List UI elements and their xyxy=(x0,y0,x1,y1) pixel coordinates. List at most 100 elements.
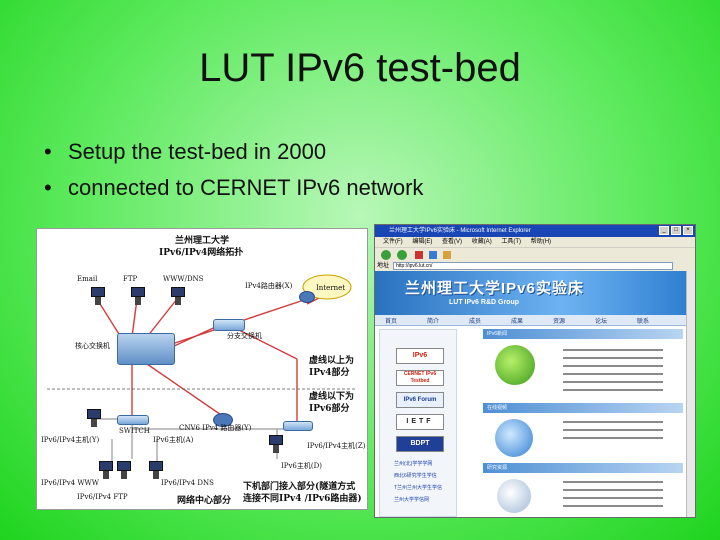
slide-title: LUT IPv6 test-bed xyxy=(199,46,521,90)
bullet-text: connected to CERNET IPv6 network xyxy=(68,175,424,200)
netcenter-label: 网络中心部分 xyxy=(177,496,232,506)
resource-line[interactable] xyxy=(563,489,663,491)
ietf-badge[interactable]: IETF xyxy=(396,414,444,430)
bullet-dot: • xyxy=(44,175,52,200)
above-ipv4-label: 虚线以上为 xyxy=(309,356,355,366)
cernet-badge[interactable]: CERNET IPv6 Testbed xyxy=(396,370,444,386)
core-switch-icon xyxy=(117,333,175,365)
diagram-subheading: IPv6/IPv4网络拓扑 xyxy=(159,248,244,258)
forward-icon[interactable] xyxy=(397,250,407,260)
close-icon[interactable]: × xyxy=(683,226,693,235)
sidebar-link[interactable]: 西北6研究学生学信 xyxy=(394,473,437,479)
maximize-icon[interactable]: □ xyxy=(671,226,681,235)
ipv6-dns-server-icon xyxy=(149,461,163,479)
ftp-server-icon xyxy=(131,287,145,305)
video-line[interactable] xyxy=(563,421,663,423)
ipv6-logo-badge[interactable]: IPv6 xyxy=(396,348,444,364)
cd-icon xyxy=(497,479,531,513)
site-banner: 兰州理工大学IPv6实验床 LUT IPv6 R&D Group xyxy=(375,271,687,315)
email-server-icon xyxy=(91,287,105,305)
bullet-item: •Setup the test-bed in 2000 xyxy=(44,134,423,170)
nav-item[interactable]: 成员 xyxy=(469,319,482,325)
menu-view[interactable]: 查看(V) xyxy=(442,239,463,245)
menu-favorites[interactable]: 收藏(A) xyxy=(471,239,492,245)
ipv6-www-server-icon xyxy=(99,461,113,479)
diagram-heading: 兰州理工大学 xyxy=(175,236,230,246)
address-label: 地址 xyxy=(377,263,390,269)
menu-edit[interactable]: 编辑(E) xyxy=(412,239,433,245)
bullet-list: •Setup the test-bed in 2000 • connected t… xyxy=(44,134,423,206)
sidebar-link[interactable]: 兰州大学学信网 xyxy=(394,497,430,503)
address-bar: 地址 http://ipv6.lut.cn/ xyxy=(375,261,695,271)
ipv6-www-label: IPv6/IPv4 WWW xyxy=(41,479,99,487)
home-icon[interactable] xyxy=(443,251,451,259)
network-topology-diagram: 兰州理工大学 IPv6/IPv4网络拓扑 Email FTP WWW/DNS I… xyxy=(36,228,368,510)
browser-title-bar: 兰州理工大学IPv6实验床 - Microsoft Internet Explo… xyxy=(375,225,695,237)
resource-line[interactable] xyxy=(563,497,663,499)
nav-item[interactable]: 资源 xyxy=(553,319,566,325)
below-ipv6-label: 虚线以下为 xyxy=(309,392,355,402)
nav-item[interactable]: 简介 xyxy=(427,319,440,325)
switch-icon xyxy=(117,415,149,425)
refresh-icon[interactable] xyxy=(429,251,437,259)
sidebar-link[interactable]: T兰州兰州大学生学信 xyxy=(394,485,443,491)
section-news: IPv6新闻 xyxy=(483,329,683,339)
bullet-text: Setup the test-bed in 2000 xyxy=(68,139,327,164)
ipv6-forum-badge[interactable]: IPv6 Forum xyxy=(396,392,444,408)
dist-switch-icon xyxy=(213,319,245,331)
address-input[interactable]: http://ipv6.lut.cn/ xyxy=(393,262,673,270)
news-line[interactable] xyxy=(563,389,663,391)
news-line[interactable] xyxy=(563,381,663,383)
left-sidebar: IPv6 CERNET IPv6 Testbed IPv6 Forum IETF… xyxy=(379,329,457,517)
browser-window-screenshot: 兰州理工大学IPv6实验床 - Microsoft Internet Explo… xyxy=(374,224,696,518)
quicktime-icon xyxy=(495,419,533,457)
news-line[interactable] xyxy=(563,349,663,351)
news-line[interactable] xyxy=(563,373,663,375)
dual-host-left-label: IPv6/IPv4主机(Y) xyxy=(41,436,100,444)
below-ipv6-label-2: IPv6部分 xyxy=(309,404,350,414)
dist-switch-label: 分支交换机 xyxy=(227,332,262,340)
news-line[interactable] xyxy=(563,365,663,367)
resource-line[interactable] xyxy=(563,505,663,507)
vertical-scrollbar[interactable] xyxy=(686,271,695,517)
branch-switch-icon xyxy=(283,421,313,431)
bullet-item: • connected to CERNET IPv6 network xyxy=(44,170,423,206)
ipv6-router-icon xyxy=(213,413,233,427)
browser-toolbar xyxy=(375,247,695,262)
dual-host-right-label: IPv6/IPv4主机(Z) xyxy=(307,442,366,450)
nav-item[interactable]: 联系 xyxy=(637,319,650,325)
core-switch-label: 核心交换机 xyxy=(75,342,110,350)
ipv4-router-label: IPv4路由器(X) xyxy=(245,282,293,290)
above-ipv4-label-2: IPv4部分 xyxy=(309,368,350,378)
messenger-icon xyxy=(495,345,535,385)
ipv6-host-d-label: IPv6主机(D) xyxy=(281,462,322,470)
browser-menu-bar: 文件(F) 编辑(E) 查看(V) 收藏(A) 工具(T) 帮助(H) xyxy=(375,237,695,247)
nav-item[interactable]: 成果 xyxy=(511,319,524,325)
menu-file[interactable]: 文件(F) xyxy=(383,239,403,245)
news-line[interactable] xyxy=(563,357,663,359)
ftp-label: FTP xyxy=(123,275,138,283)
resource-line[interactable] xyxy=(563,481,663,483)
minimize-icon[interactable]: _ xyxy=(659,226,669,235)
sidebar-link[interactable]: 兰州(北)学学学网 xyxy=(394,461,433,467)
www-dns-label: WWW/DNS xyxy=(163,275,204,283)
back-icon[interactable] xyxy=(381,250,391,260)
stop-icon[interactable] xyxy=(415,251,423,259)
ipv6-host-a-label: IPv6主机(A) xyxy=(153,436,194,444)
menu-tools[interactable]: 工具(T) xyxy=(501,239,522,245)
internet-label: Internet xyxy=(316,284,346,292)
bdpt-badge[interactable]: BDPT xyxy=(396,436,444,452)
www-server-icon xyxy=(171,287,185,305)
banner-subtitle: LUT IPv6 R&D Group xyxy=(449,299,520,306)
dual-host-left-icon xyxy=(87,409,101,427)
video-line[interactable] xyxy=(563,429,663,431)
dept-access-label: 下机部门接入部分(隧道方式 xyxy=(243,482,356,492)
ipv6-router-label: CNV6 IPv4 路由器(Y) xyxy=(179,424,252,432)
video-line[interactable] xyxy=(563,437,663,439)
nav-item[interactable]: 首页 xyxy=(385,319,398,325)
ipv4-router-icon xyxy=(299,291,315,303)
dept-access-label-2: 连接不同IPv4 /IPv6路由器) xyxy=(243,494,362,504)
menu-help[interactable]: 帮助(H) xyxy=(530,239,552,245)
email-label: Email xyxy=(77,275,98,283)
nav-item[interactable]: 论坛 xyxy=(595,319,608,325)
